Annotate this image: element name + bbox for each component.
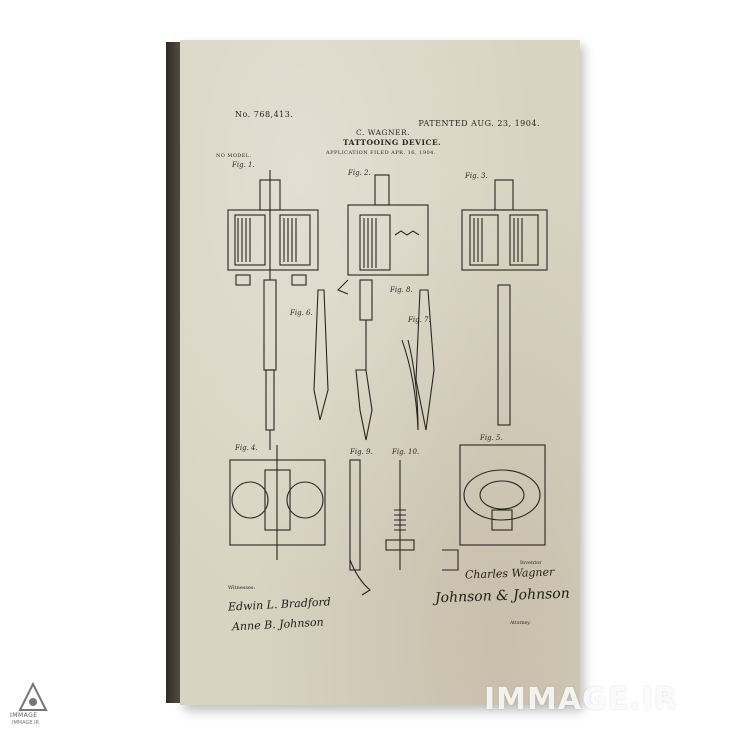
- fig-6-label: Fig. 6.: [289, 309, 313, 317]
- figure-3-drawing: [461, 179, 548, 426]
- model-note: NO MODEL.: [216, 153, 252, 159]
- attorney-label: Attorney.: [510, 621, 531, 626]
- watermark-logo-caption: IMMAGE: [10, 712, 38, 719]
- figure-5-drawing: [442, 444, 546, 571]
- fig-7-label: Fig. 7.: [407, 316, 431, 324]
- fig-5-label: Fig. 5.: [479, 434, 503, 442]
- fig-4-label: Fig. 4.: [234, 444, 258, 452]
- patent-date: PATENTED AUG. 23, 1904.: [418, 119, 540, 128]
- watermark-brand: IMMAGE.IR: [484, 682, 678, 717]
- paper-texture: [180, 40, 580, 705]
- canvas-side-edge: [166, 42, 182, 703]
- patent-drawing: Fig. 1. Fig. 2. Fig. 3. Fig. 4. Fig. 5. …: [227, 161, 548, 596]
- fig-1-label: Fig. 1.: [231, 161, 255, 169]
- figure-2-drawing: [337, 174, 429, 441]
- canvas-print: No. 768,413. PATENTED AUG. 23, 1904. C. …: [180, 40, 580, 705]
- watermark-logo-icon: [18, 682, 48, 711]
- application-filed: APPLICATION FILED APR. 16, 1904.: [326, 150, 436, 156]
- figure-6-drawing: [313, 289, 329, 421]
- fig-8-label: Fig. 8.: [389, 286, 413, 294]
- fig-10-label: Fig. 10.: [391, 448, 419, 456]
- watermark-logo-subcaption: IMMAGE.IR: [12, 720, 40, 726]
- patent-title: TATTOOING DEVICE.: [343, 138, 442, 147]
- inventor-label: Inventor: [520, 560, 542, 566]
- figure-9-drawing: [349, 459, 371, 596]
- fig-9-label: Fig. 9.: [349, 448, 373, 456]
- fig-3-label: Fig. 3.: [464, 172, 488, 180]
- witnesses-label: Witnesses:: [228, 585, 256, 591]
- figure-10-drawing: [385, 460, 415, 570]
- fig-2-label: Fig. 2.: [347, 169, 371, 177]
- figure-7-drawing: [401, 289, 435, 431]
- patent-number: No. 768,413.: [235, 110, 294, 119]
- figure-4-drawing: [229, 445, 326, 560]
- inventor-name: C. WAGNER.: [356, 128, 411, 137]
- figure-1-drawing: [227, 170, 319, 450]
